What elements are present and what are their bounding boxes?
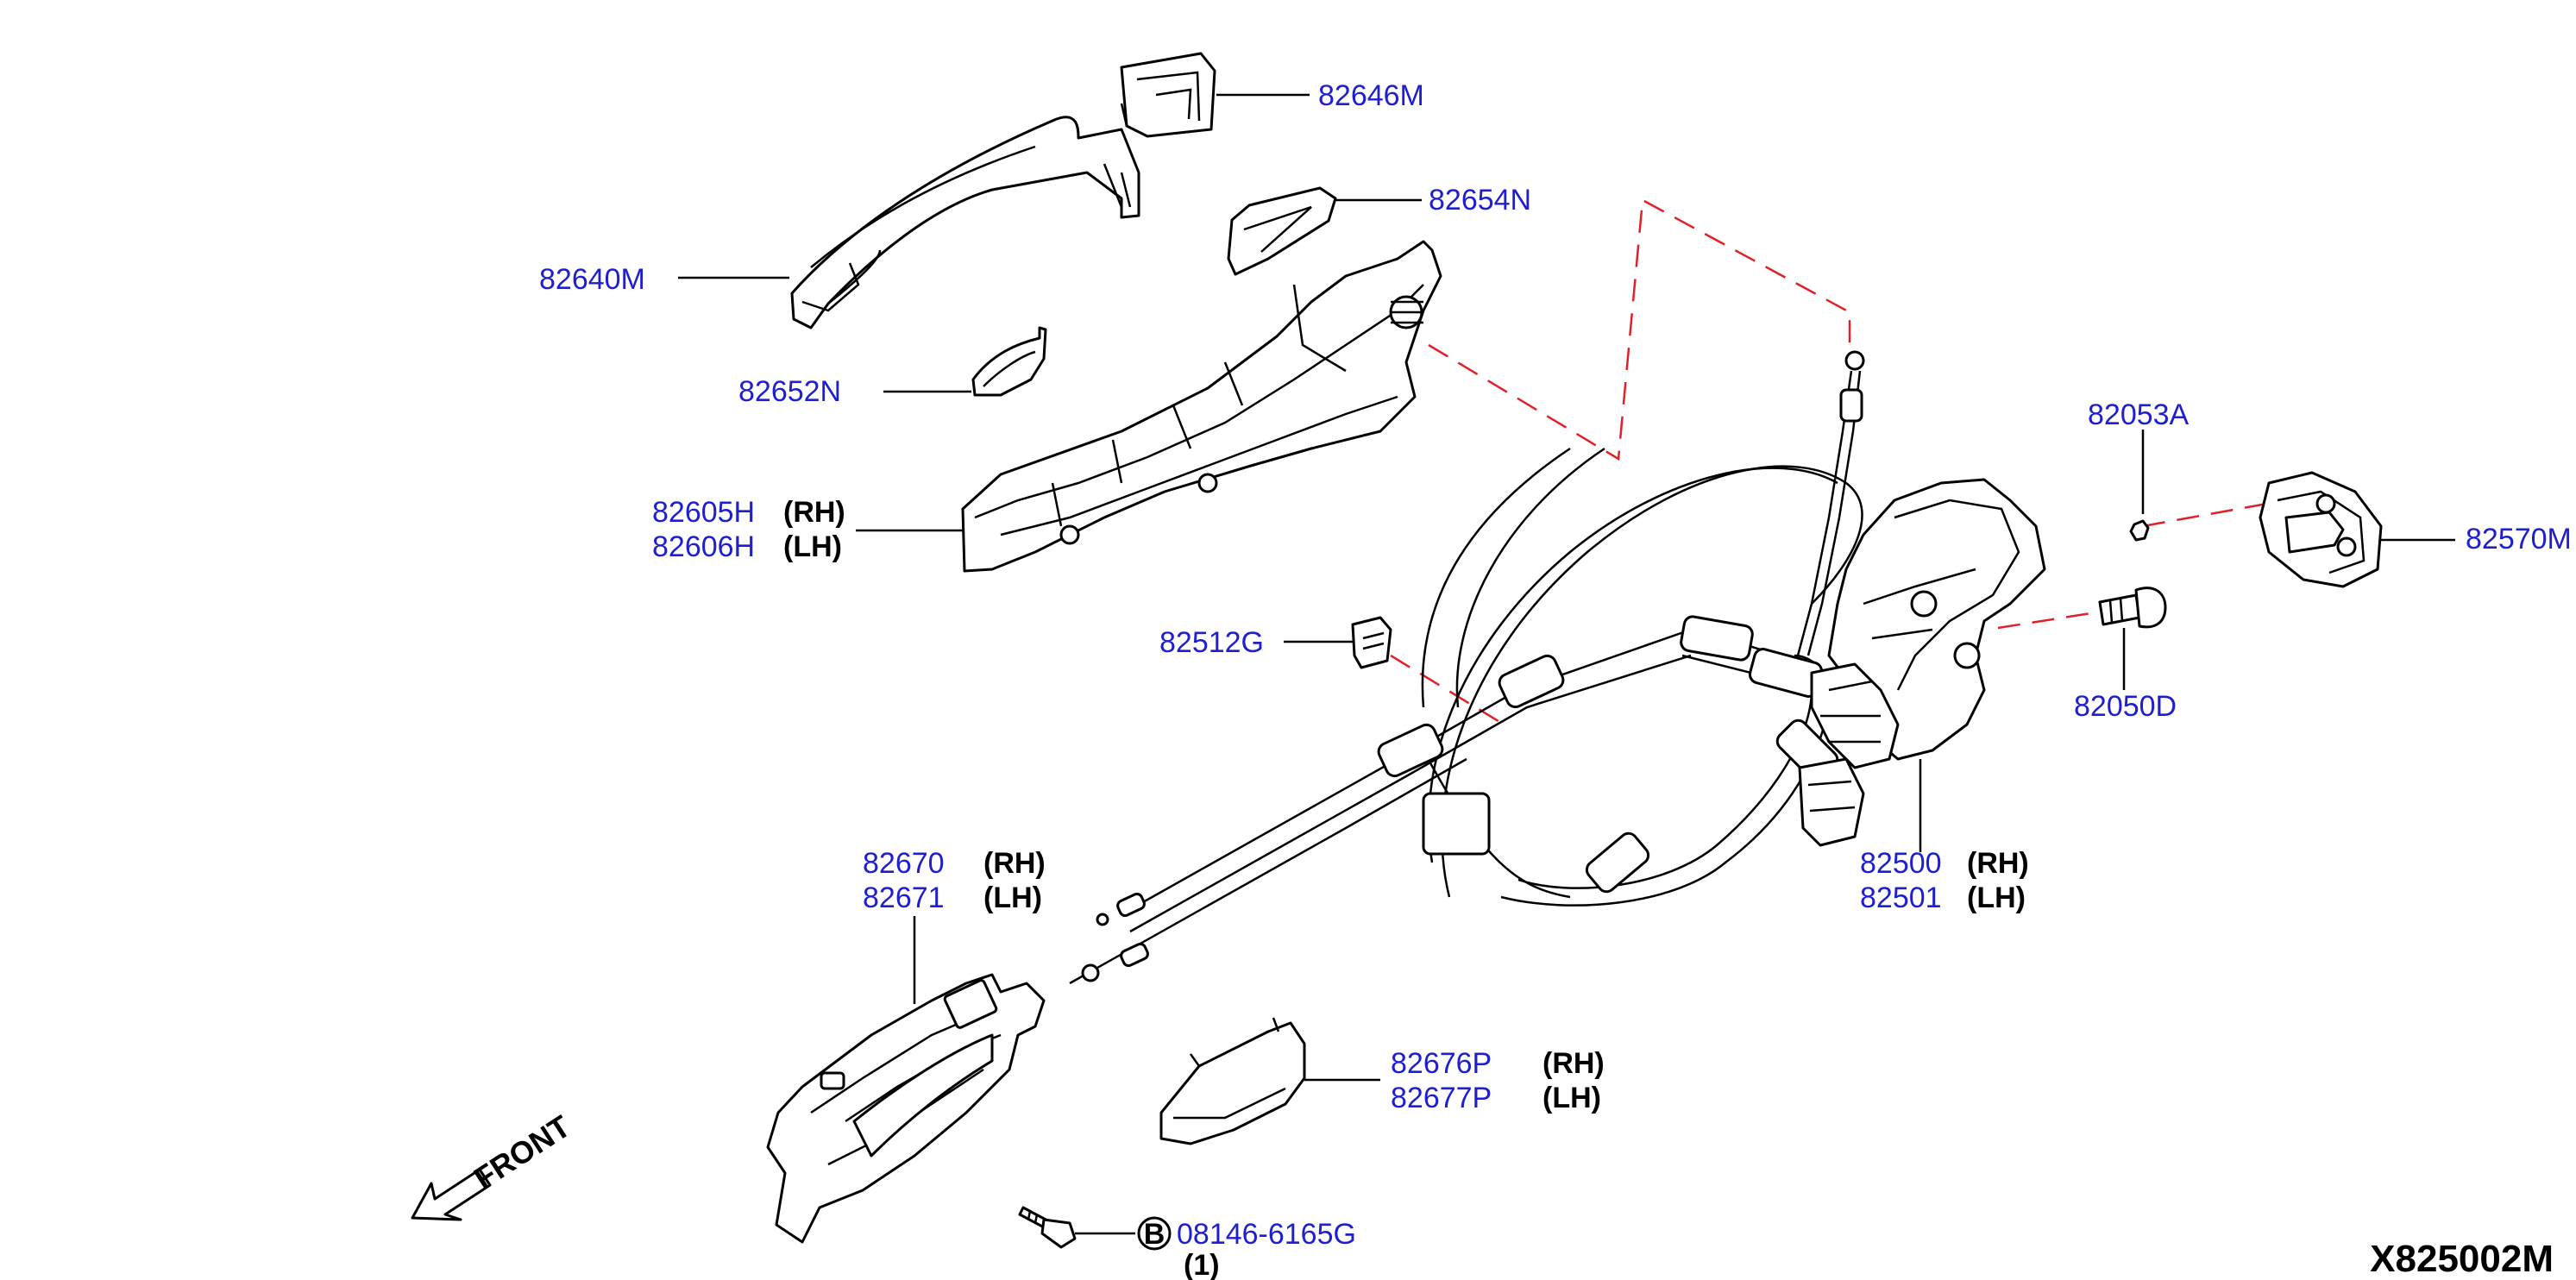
inside-handle-part [766,973,1046,1244]
label-82605H: 82605H [652,496,755,529]
label-82677P: 82677P [1391,1082,1492,1114]
side-lh-82501: (LH) [1967,882,2026,914]
front-label: FRONT [468,1108,576,1196]
side-rh-82676P: (RH) [1542,1047,1605,1080]
label-82652N: 82652N [738,375,841,408]
striker-part [2259,471,2383,588]
bolt-quantity: (1) [1184,1249,1220,1280]
cable-assembly [1069,350,1882,985]
front-gasket-part [971,326,1047,397]
handle-cover-part [1120,52,1216,138]
rear-gasket-part [1227,186,1337,276]
label-82512G: 82512G [1159,626,1264,659]
label-82500: 82500 [1860,847,1942,880]
side-lh-82606H: (LH) [783,530,842,563]
label-82640M: 82640M [539,263,645,296]
label-82570M: 82570M [2466,523,2572,555]
striker-nut-part [2129,519,2150,542]
door-lock-part [1798,478,2046,847]
clip-part [1351,616,1392,669]
label-82654N: 82654N [1429,184,1531,216]
label-82050D: 82050D [2074,690,2177,723]
striker-bolt-part [2098,587,2167,629]
label-82671: 82671 [863,882,945,914]
escutcheon-part [1159,1017,1306,1145]
label-82646M: 82646M [1318,79,1424,112]
bolt-badge-circle [1137,1216,1172,1251]
side-lh-82671: (LH) [983,882,1042,914]
side-rh-82500: (RH) [1967,847,2029,880]
diagram-reference: X825002M [2370,1238,2554,1280]
label-82606H: 82606H [652,530,755,563]
handle-bracket-part [961,240,1442,573]
label-82670: 82670 [863,847,945,880]
front-arrow-icon [411,1168,492,1221]
label-82501: 82501 [1860,882,1942,914]
bolt-part [1018,1206,1077,1249]
bolt-badge-letter: B [1144,1218,1165,1251]
label-08146-6165G: 08146-6165G [1177,1218,1356,1251]
outside-handle-part [790,116,1140,329]
side-rh-82605H: (RH) [783,496,845,529]
label-82053A: 82053A [2088,398,2190,431]
side-lh-82677P: (LH) [1542,1082,1601,1114]
side-rh-82670: (RH) [983,847,1046,880]
label-82676P: 82676P [1391,1047,1492,1080]
